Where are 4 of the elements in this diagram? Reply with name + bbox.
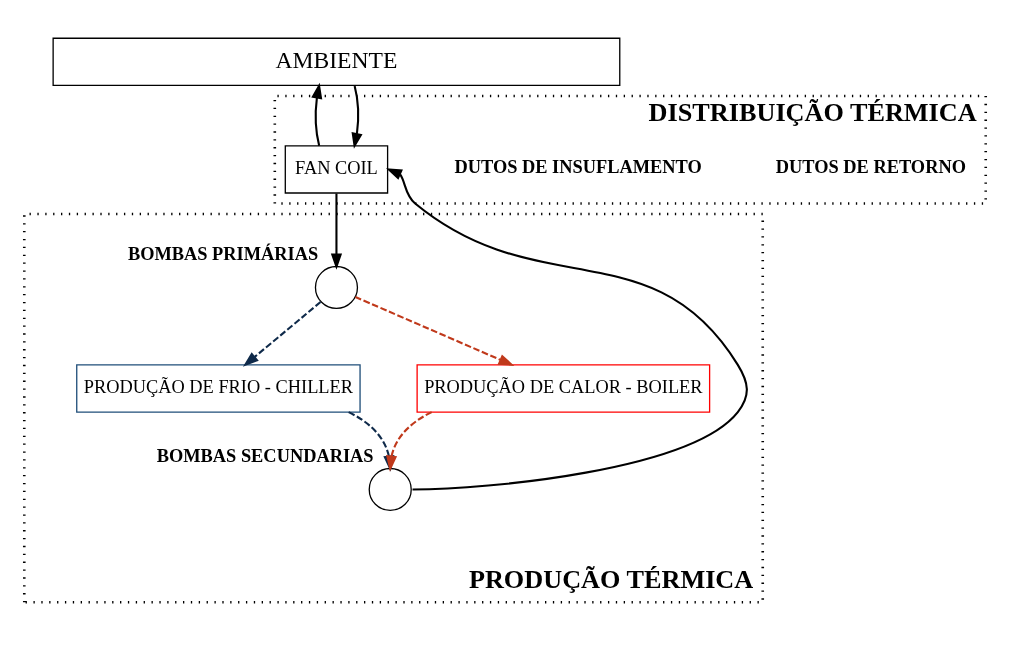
label: DUTOS DE INSUFLAMENTO <box>454 156 702 177</box>
node-label: BOMBAS PRIMÁRIAS <box>127 243 319 264</box>
node-label: BOMBAS SECUNDARIAS <box>156 445 374 466</box>
label: DUTOS DE RETORNO <box>775 156 966 177</box>
